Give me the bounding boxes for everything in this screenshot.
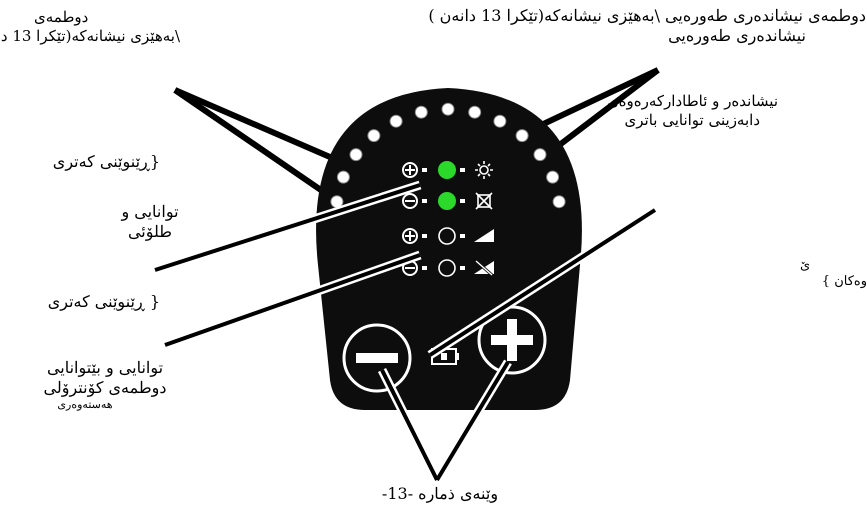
- label-light-on: {ڕێنوێنی کەتری: [20, 152, 160, 172]
- pointer-line-light: [154, 183, 421, 272]
- pointer-line-power: [164, 253, 421, 347]
- signal-off-icon: [474, 259, 494, 277]
- level-led: [389, 114, 403, 128]
- label-top-right: دوطمەی نیشاندەری طەورەیی \بەهێزی نیشانەک…: [428, 6, 866, 46]
- label-top-left: دوطمەی \بەهێزی نیشانەکە(تێکرا 13 دانەن ): [0, 8, 180, 46]
- label-right-edge: ێ وەکان }: [800, 258, 867, 291]
- level-led: [367, 129, 381, 143]
- level-led: [533, 148, 547, 162]
- level-led: [414, 105, 428, 119]
- green-status-light: [438, 192, 456, 210]
- green-status-light: [438, 161, 456, 179]
- pointer-line-top-left-a: [173, 87, 362, 173]
- indicator-row-light-off: [402, 192, 493, 210]
- figure-caption: وێنەی ذمارە -13-: [360, 484, 520, 504]
- level-led: [515, 129, 529, 143]
- label-line: وەکان }: [821, 274, 867, 290]
- pointer-line-right: [428, 208, 657, 357]
- minus-button[interactable]: [342, 323, 412, 393]
- label-light-off: { ڕێنوێنی کەتری: [20, 292, 160, 312]
- indicator-row-light-on: [402, 161, 493, 179]
- level-led: [468, 105, 482, 119]
- status-light-off: [438, 259, 456, 277]
- light-off-icon: [475, 192, 493, 210]
- level-led: [349, 148, 363, 162]
- pointer-line-buttons: [380, 360, 510, 482]
- label-line: طلۆئی: [127, 222, 173, 241]
- minus-icon: [402, 193, 418, 209]
- label-line: ێ: [800, 258, 811, 273]
- label-line: دوطمەی: [34, 8, 89, 26]
- label-control: توانایی و بێتوانایی دوطمەی کۆنترۆلی هەست…: [10, 358, 200, 412]
- level-led: [546, 170, 560, 184]
- plus-icon: [402, 162, 418, 178]
- sun-icon: [475, 161, 493, 179]
- signal-bars-icon: [474, 229, 494, 242]
- plus-icon: [402, 228, 418, 244]
- label-line: دابەزینی توانایی باتری: [624, 110, 761, 129]
- indicator-row-power-up: [402, 227, 494, 245]
- level-led: [493, 114, 507, 128]
- label-line: توانایی و بێتوانایی: [46, 358, 164, 377]
- label-power: توانایی و طلۆئی: [110, 202, 190, 242]
- label-line: هەستەوەری: [57, 398, 113, 411]
- label-line: دوطمەی کۆنترۆلی: [43, 378, 167, 397]
- label-line: دوطمەی نیشاندەری طەورەیی \بەهێزی نیشانەک…: [428, 6, 866, 25]
- label-line: نیشاندەر و ئاطادارکەرەوەی: [606, 92, 778, 110]
- label-line: نیشاندەری طەورەیی: [668, 26, 806, 45]
- label-line: \بەهێزی نیشانەکە(تێکرا 13 دانەن ): [0, 26, 180, 45]
- level-led: [552, 195, 566, 209]
- level-led-arc: [330, 102, 566, 209]
- level-led: [336, 170, 350, 184]
- status-light-off: [438, 227, 456, 245]
- label-line: { ڕێنوێنی کەتری: [47, 292, 160, 311]
- level-led: [441, 102, 455, 116]
- label-line: {ڕێنوێنی کەتری: [52, 152, 160, 171]
- label-line: توانایی و: [121, 202, 179, 221]
- indicator-row-power-down: [402, 259, 494, 277]
- label-line: وێنەی ذمارە -13-: [381, 484, 499, 503]
- label-battery: نیشاندەر و ئاطادارکەرەوەی دابەزینی توانا…: [588, 92, 778, 130]
